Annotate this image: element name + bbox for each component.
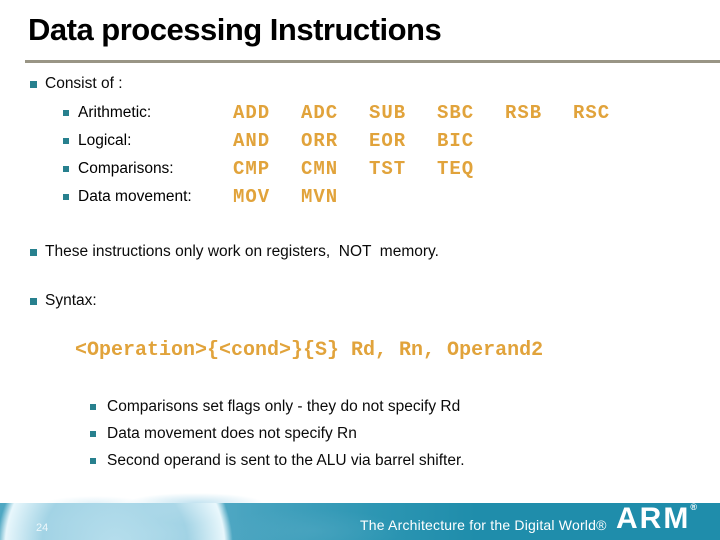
row-label: Data movement:	[78, 188, 192, 205]
bullet-square-icon	[63, 166, 69, 172]
list-item: Second operand is sent to the ALU via ba…	[90, 452, 465, 480]
mnemonic: SUB	[369, 102, 407, 124]
mnemonic: SBC	[437, 102, 475, 124]
syntax-label: Syntax:	[45, 292, 97, 309]
bullet-square-icon	[63, 194, 69, 200]
arm-logo-text: ARM	[616, 502, 691, 535]
row-label: Comparisons:	[78, 160, 174, 177]
instruction-table: Arithmetic: ADD ADC SUB SBC RSB RSC Logi…	[63, 99, 641, 211]
registers-note-text: These instructions only work on register…	[45, 243, 439, 260]
mnemonic: ORR	[301, 130, 339, 152]
row-label: Arithmetic:	[78, 104, 152, 121]
arm-logo: ARM®	[616, 502, 697, 535]
globe-artwork	[0, 486, 330, 503]
mnemonic: CMN	[301, 158, 339, 180]
consist-label: Consist of :	[45, 75, 123, 92]
row-label: Logical:	[78, 132, 132, 149]
mnemonic: RSB	[505, 102, 543, 124]
mnemonic: MOV	[233, 186, 271, 208]
bullet-square-icon	[30, 249, 37, 256]
instruction-row-comparisons: Comparisons: CMP CMN TST TEQ	[63, 155, 641, 183]
mnemonic: ADC	[301, 102, 339, 124]
registered-mark-icon: ®	[690, 502, 697, 512]
mnemonic: BIC	[437, 130, 475, 152]
syntax-notes-list: Comparisons set flags only - they do not…	[90, 398, 465, 480]
mnemonic: AND	[233, 130, 271, 152]
page-number: 24	[36, 522, 49, 534]
bullet-square-icon	[30, 298, 37, 305]
mnemonic: RSC	[573, 102, 611, 124]
bullet-item-syntax: Syntax:	[30, 292, 97, 309]
note-text: Data movement does not specify Rn	[107, 425, 357, 442]
title-divider	[25, 60, 720, 63]
bullet-square-icon	[90, 431, 96, 437]
note-text: Second operand is sent to the ALU via ba…	[107, 452, 465, 469]
page-title: Data processing Instructions	[28, 12, 442, 47]
mnemonic: EOR	[369, 130, 407, 152]
instruction-row-logical: Logical: AND ORR EOR BIC	[63, 127, 641, 155]
bullet-square-icon	[90, 404, 96, 410]
instruction-row-data-movement: Data movement: MOV MVN	[63, 183, 641, 211]
bullet-square-icon	[90, 458, 96, 464]
bullet-square-icon	[63, 110, 69, 116]
bullet-square-icon	[30, 81, 37, 89]
mnemonic: TST	[369, 158, 407, 180]
bullet-item-registers-note: These instructions only work on register…	[30, 243, 439, 260]
list-item: Comparisons set flags only - they do not…	[90, 398, 465, 426]
instruction-row-arithmetic: Arithmetic: ADD ADC SUB SBC RSB RSC	[63, 99, 641, 127]
bullet-item-consist: Consist of :	[30, 75, 123, 92]
list-item: Data movement does not specify Rn	[90, 425, 465, 453]
mnemonic: MVN	[301, 186, 339, 208]
mnemonic: CMP	[233, 158, 271, 180]
footer-tagline: The Architecture for the Digital World®	[360, 517, 607, 533]
footer-bar	[0, 503, 720, 540]
mnemonic: ADD	[233, 102, 271, 124]
note-text: Comparisons set flags only - they do not…	[107, 398, 461, 415]
bullet-square-icon	[63, 138, 69, 144]
syntax-code: <Operation>{<cond>}{S} Rd, Rn, Operand2	[75, 339, 544, 362]
mnemonic: TEQ	[437, 158, 475, 180]
